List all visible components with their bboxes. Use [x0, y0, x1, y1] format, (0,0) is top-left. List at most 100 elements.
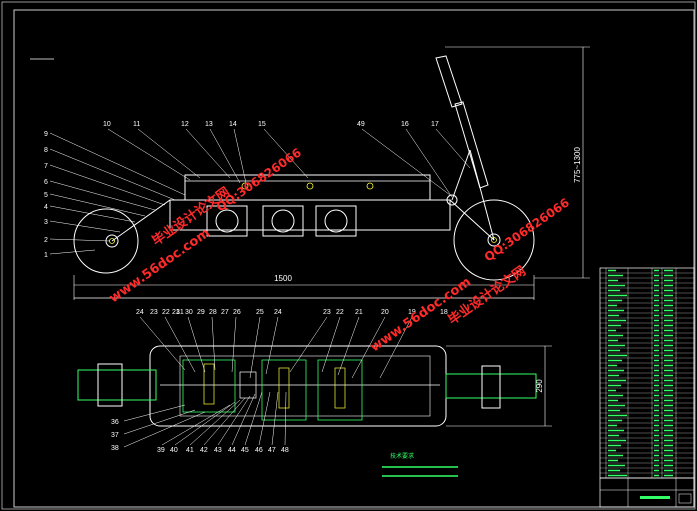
callout-49: 49 [357, 121, 365, 128]
plan-gear-block-3 [317, 359, 363, 421]
bom-cell-text [654, 439, 659, 442]
bom-cell-text [664, 324, 673, 327]
leader-plan-43 [217, 395, 251, 446]
bom-cell-text [608, 429, 624, 432]
bom-cell-text [664, 354, 673, 357]
plan-gear-2 [278, 367, 290, 409]
bom-cell-text [664, 349, 673, 352]
bom-cell-text [664, 389, 673, 392]
leader-2 [49, 238, 111, 242]
leader-plan-37 [123, 409, 196, 435]
leader-plan-24b [265, 316, 279, 375]
title-block [599, 477, 695, 508]
callout-16: 16 [401, 121, 409, 128]
bom-cell-text [608, 444, 621, 447]
bom-cell-text [654, 269, 659, 272]
bom-cell-text [654, 369, 659, 372]
bom-cell-text [664, 269, 673, 272]
leader-plan-39 [161, 404, 231, 446]
callout-plan-38: 38 [111, 445, 119, 452]
callout-plan-29: 29 [197, 309, 205, 316]
bom-cell-text [608, 454, 623, 457]
watermark-qq-2: QQ:306826066 [482, 195, 572, 264]
plan-view [77, 345, 537, 427]
bom-cell-text [608, 379, 626, 382]
bom-cell-text [664, 459, 673, 462]
bom-cell-text [664, 404, 673, 407]
leader-1 [49, 249, 96, 255]
bom-cell-text [654, 379, 659, 382]
bom-cell-text [664, 284, 673, 287]
right-wheel-plan [481, 365, 501, 409]
leader-plan-47 [271, 391, 279, 446]
bom-cell-text [654, 319, 659, 322]
bom-cell-text [664, 444, 673, 447]
bom-cell-text [654, 274, 659, 277]
bom-cell-text [608, 314, 619, 317]
bom-cell-text [608, 434, 619, 437]
leader-4 [49, 205, 136, 223]
bom-cell-text [608, 299, 622, 302]
callout-plan-22: 22 [162, 309, 170, 316]
bom-cell-text [664, 279, 673, 282]
bom-cell-text [608, 344, 625, 347]
bom-cell-text [608, 409, 620, 412]
bom-cell-text [664, 339, 673, 342]
leader-plan-30 [187, 316, 206, 373]
bom-cell-text [654, 324, 659, 327]
bom-cell-text [608, 459, 618, 462]
dimensions-side-view: 1500 775~1300 [73, 46, 590, 300]
callout-4: 4 [44, 204, 48, 211]
right-wheel [453, 199, 535, 281]
bom-cell-text [608, 474, 627, 477]
gear-1 [215, 209, 239, 233]
bill-of-materials [599, 267, 695, 479]
leader-5 [49, 193, 146, 217]
bom-cell-text [664, 299, 673, 302]
callout-9: 9 [44, 131, 48, 138]
callout-plan-23b: 23 [323, 309, 331, 316]
bom-cell-text [654, 294, 659, 297]
leader-plan-38 [123, 411, 206, 448]
bom-cell-text [608, 424, 617, 427]
plan-gear-3 [334, 367, 346, 409]
leader-plan-48 [284, 391, 287, 446]
leader-3 [49, 220, 121, 233]
callout-5: 5 [44, 192, 48, 199]
title-block-logo-cell [678, 493, 692, 504]
callout-plan-37: 37 [111, 432, 119, 439]
callout-plan-28: 28 [209, 309, 217, 316]
bom-cell-text [664, 409, 673, 412]
plan-view-bottom-callouts: 39 40 41 42 43 44 45 46 47 48 [157, 447, 289, 454]
callout-plan-21: 21 [172, 309, 180, 316]
bom-cell-text [654, 394, 659, 397]
callout-plan-18: 18 [440, 309, 448, 316]
bom-cell-text [664, 344, 673, 347]
leader-9 [49, 132, 186, 196]
left-axle-housing [77, 369, 157, 401]
bom-cell-text [664, 379, 673, 382]
callout-plan-21b: 21 [355, 309, 363, 316]
leader-plan-26 [231, 316, 237, 373]
bom-cell-text [654, 364, 659, 367]
callout-10: 10 [103, 121, 111, 128]
plan-bottom-leaders [161, 391, 287, 446]
side-top-leaders [107, 128, 471, 198]
bom-cell-text [654, 334, 659, 337]
bom-cell-text [654, 279, 659, 282]
watermarks: 毕业设计论文网 QQ:306826066 www.56doc.com QQ:30… [107, 145, 572, 355]
bom-cell-text [608, 294, 627, 297]
bom-cell-text [608, 359, 622, 362]
callout-12: 12 [181, 121, 189, 128]
bom-cell-text [608, 389, 616, 392]
bom-cell-text [664, 294, 673, 297]
bom-cell-text [664, 399, 673, 402]
bom-cell-text [664, 439, 673, 442]
right-axle-housing [445, 373, 537, 399]
gearbox-2 [262, 205, 304, 237]
leader-plan-40 [174, 401, 236, 446]
dim-width-text: 290 [535, 379, 544, 393]
leader-plan-21b [337, 316, 360, 376]
bom-cell-text [608, 394, 623, 397]
bom-cell-text [654, 289, 659, 292]
